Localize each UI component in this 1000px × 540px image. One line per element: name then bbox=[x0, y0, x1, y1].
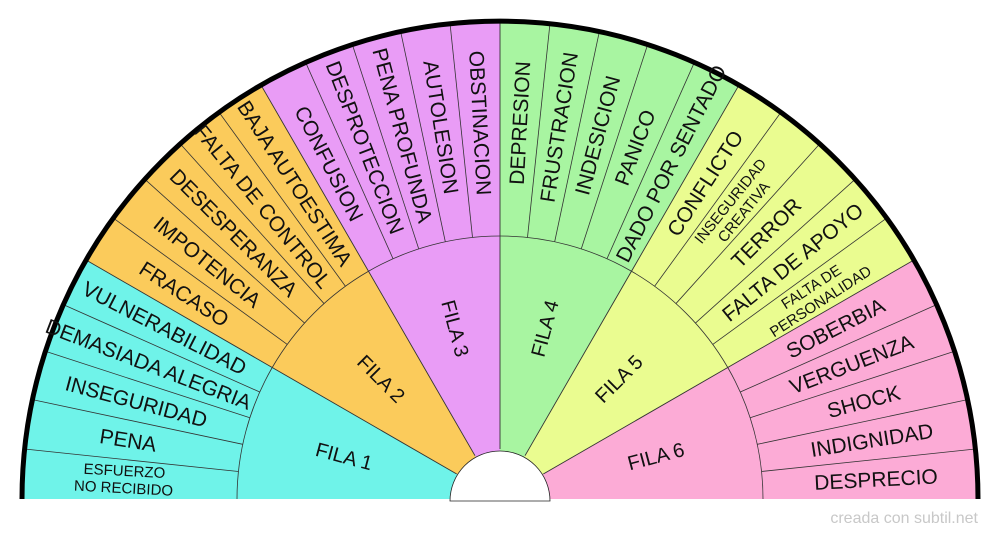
item-divider bbox=[554, 31, 600, 242]
divider-lines bbox=[24, 21, 976, 500]
item-divider bbox=[712, 217, 887, 345]
item-divider bbox=[654, 112, 782, 287]
emotion-label-line: ESFUERZO bbox=[83, 461, 165, 482]
item-divider bbox=[695, 178, 856, 324]
item-divider bbox=[305, 62, 394, 259]
item-divider bbox=[761, 448, 976, 472]
inner-arc-1 bbox=[236, 367, 273, 500]
item-divider bbox=[750, 350, 955, 419]
item-divider bbox=[32, 399, 243, 445]
item-divider bbox=[580, 44, 649, 249]
group-wedge-3 bbox=[261, 21, 500, 458]
hub-semicircle bbox=[449, 450, 551, 502]
item-divider bbox=[606, 62, 695, 259]
inner-arc-3 bbox=[368, 235, 501, 272]
group-wedges bbox=[22, 21, 978, 499]
item-divider bbox=[740, 304, 937, 393]
inner-arc-6 bbox=[727, 367, 764, 500]
item-divider bbox=[63, 304, 260, 393]
item-divider bbox=[400, 31, 446, 242]
item-divider bbox=[527, 23, 551, 238]
item-divider bbox=[449, 23, 473, 238]
group-divider bbox=[260, 84, 476, 456]
credit-text: creada con subtil.net bbox=[830, 510, 978, 527]
outer-border bbox=[19, 18, 981, 500]
item-divider bbox=[45, 350, 250, 419]
item-divider bbox=[675, 143, 821, 304]
group-divider bbox=[543, 259, 915, 475]
item-divider bbox=[144, 178, 305, 324]
group-wedge-6 bbox=[541, 260, 978, 499]
center-hub bbox=[449, 450, 551, 502]
group-wedge-5 bbox=[524, 85, 914, 475]
item-divider bbox=[218, 112, 346, 287]
item-divider bbox=[113, 217, 288, 345]
group-wedge-1 bbox=[22, 260, 459, 499]
group-wedge-4 bbox=[500, 21, 739, 458]
item-divider bbox=[24, 448, 239, 472]
group-divider bbox=[85, 259, 457, 475]
item-divider bbox=[757, 399, 968, 445]
emotion-label-line: NO RECIBIDO bbox=[74, 478, 174, 500]
emotion-label: ESFUERZONO RECIBIDO bbox=[74, 460, 175, 499]
item-divider bbox=[179, 143, 325, 304]
item-divider bbox=[351, 44, 420, 249]
group-divider bbox=[524, 84, 740, 456]
group-wedge-2 bbox=[86, 85, 476, 475]
outer-arc bbox=[19, 18, 981, 500]
inner-arc-2 bbox=[271, 270, 369, 368]
inner-arc-4 bbox=[499, 235, 632, 272]
inner-arc-5 bbox=[631, 270, 729, 368]
